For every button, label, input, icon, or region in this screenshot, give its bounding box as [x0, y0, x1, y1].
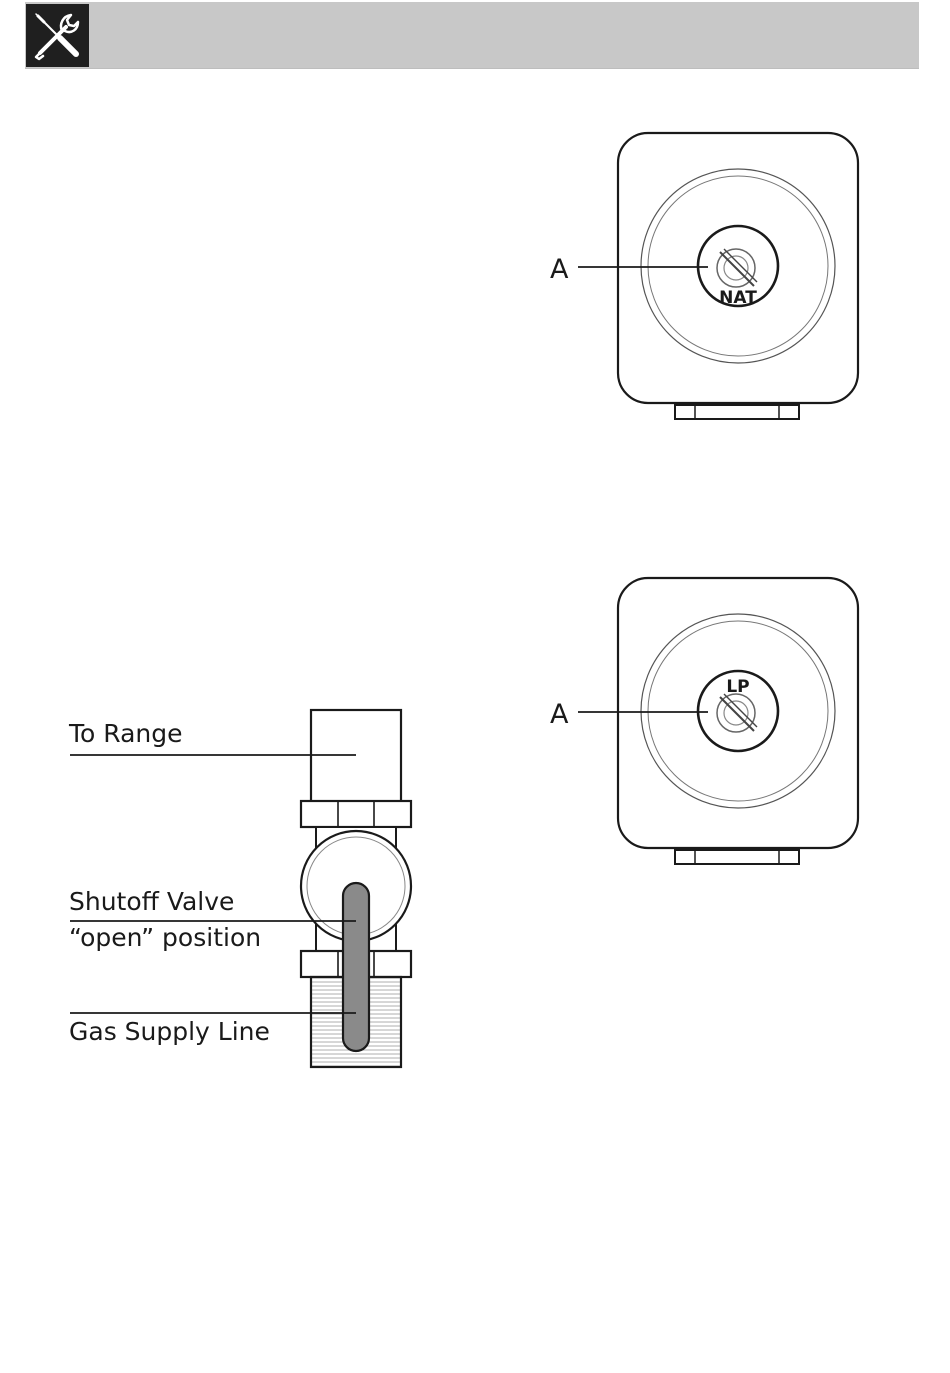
- valve-handle: [343, 883, 369, 1051]
- label-gas-supply-line: Gas Supply Line: [69, 1017, 270, 1046]
- section-header-bar: [25, 2, 919, 69]
- nat-orifice-figure: A NAT: [540, 125, 870, 425]
- label-open-position: “open” position: [69, 923, 261, 952]
- label-shutoff-valve: Shutoff Valve: [69, 887, 234, 916]
- knob-label-nat: NAT: [719, 288, 757, 308]
- lp-orifice-figure: A LP: [540, 570, 870, 870]
- knob-label-lp: LP: [726, 677, 749, 697]
- callout-a: A: [550, 699, 569, 730]
- callout-a: A: [550, 254, 569, 285]
- label-to-range: To Range: [68, 719, 183, 748]
- screwdriver-wrench-icon: [26, 4, 89, 67]
- shutoff-valve-figure: To Range Shutoff Valve “open” position G…: [60, 700, 430, 1080]
